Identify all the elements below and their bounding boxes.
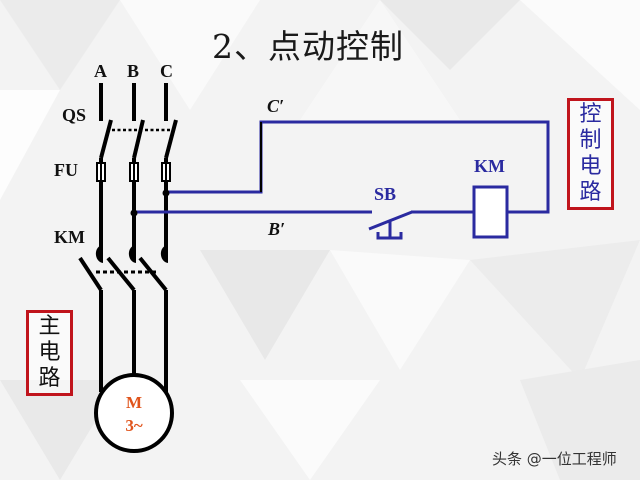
control-circuit-char: 路 (579, 180, 602, 205)
motor-phase-label: 3~ (125, 416, 143, 435)
km-main-label: KM (54, 227, 85, 247)
page-title: 2、点动控制 (212, 27, 404, 66)
phase-c-label: C (160, 61, 173, 81)
km-coil (472, 185, 509, 239)
main-circuit-char: 电 (38, 340, 61, 365)
main-circuit-box: 主 电 路 (26, 310, 73, 396)
watermark: 头条 @一位工程师 (492, 450, 617, 468)
sb-label: SB (374, 184, 397, 204)
control-circuit-char: 控 (579, 102, 602, 127)
qs-blade-a (99, 119, 113, 159)
km-contact-a (95, 245, 103, 263)
km-blade-a (78, 256, 103, 292)
control-circuit-char: 制 (579, 128, 602, 153)
qs-blade-c (164, 119, 178, 159)
main-circuit-char: 路 (38, 366, 61, 391)
qs-blade-b (132, 119, 145, 159)
motor-label: M (125, 393, 143, 412)
sb-button-head (376, 232, 403, 240)
sb-contact-blade (368, 210, 413, 231)
control-wire-c-prime (166, 120, 550, 214)
junction-b (130, 209, 138, 217)
km-blade-c (138, 256, 168, 292)
control-circuit-char: 电 (579, 154, 602, 179)
b-prime-label: B′ (268, 219, 286, 239)
km-blade-b (106, 256, 136, 292)
junction-c (162, 189, 170, 197)
fu-label: FU (54, 160, 78, 180)
phase-a-label: A (94, 61, 107, 81)
phase-b-label: B (127, 61, 140, 81)
motor-circle (94, 373, 174, 453)
c-prime-label: C′ (267, 96, 285, 116)
km-coil-label: KM (474, 156, 505, 176)
km-contact-b (128, 245, 136, 263)
km-contact-c (160, 245, 168, 263)
main-circuit-char: 主 (38, 314, 61, 339)
qs-label: QS (62, 105, 87, 125)
control-circuit-box: 控 制 电 路 (567, 98, 614, 210)
